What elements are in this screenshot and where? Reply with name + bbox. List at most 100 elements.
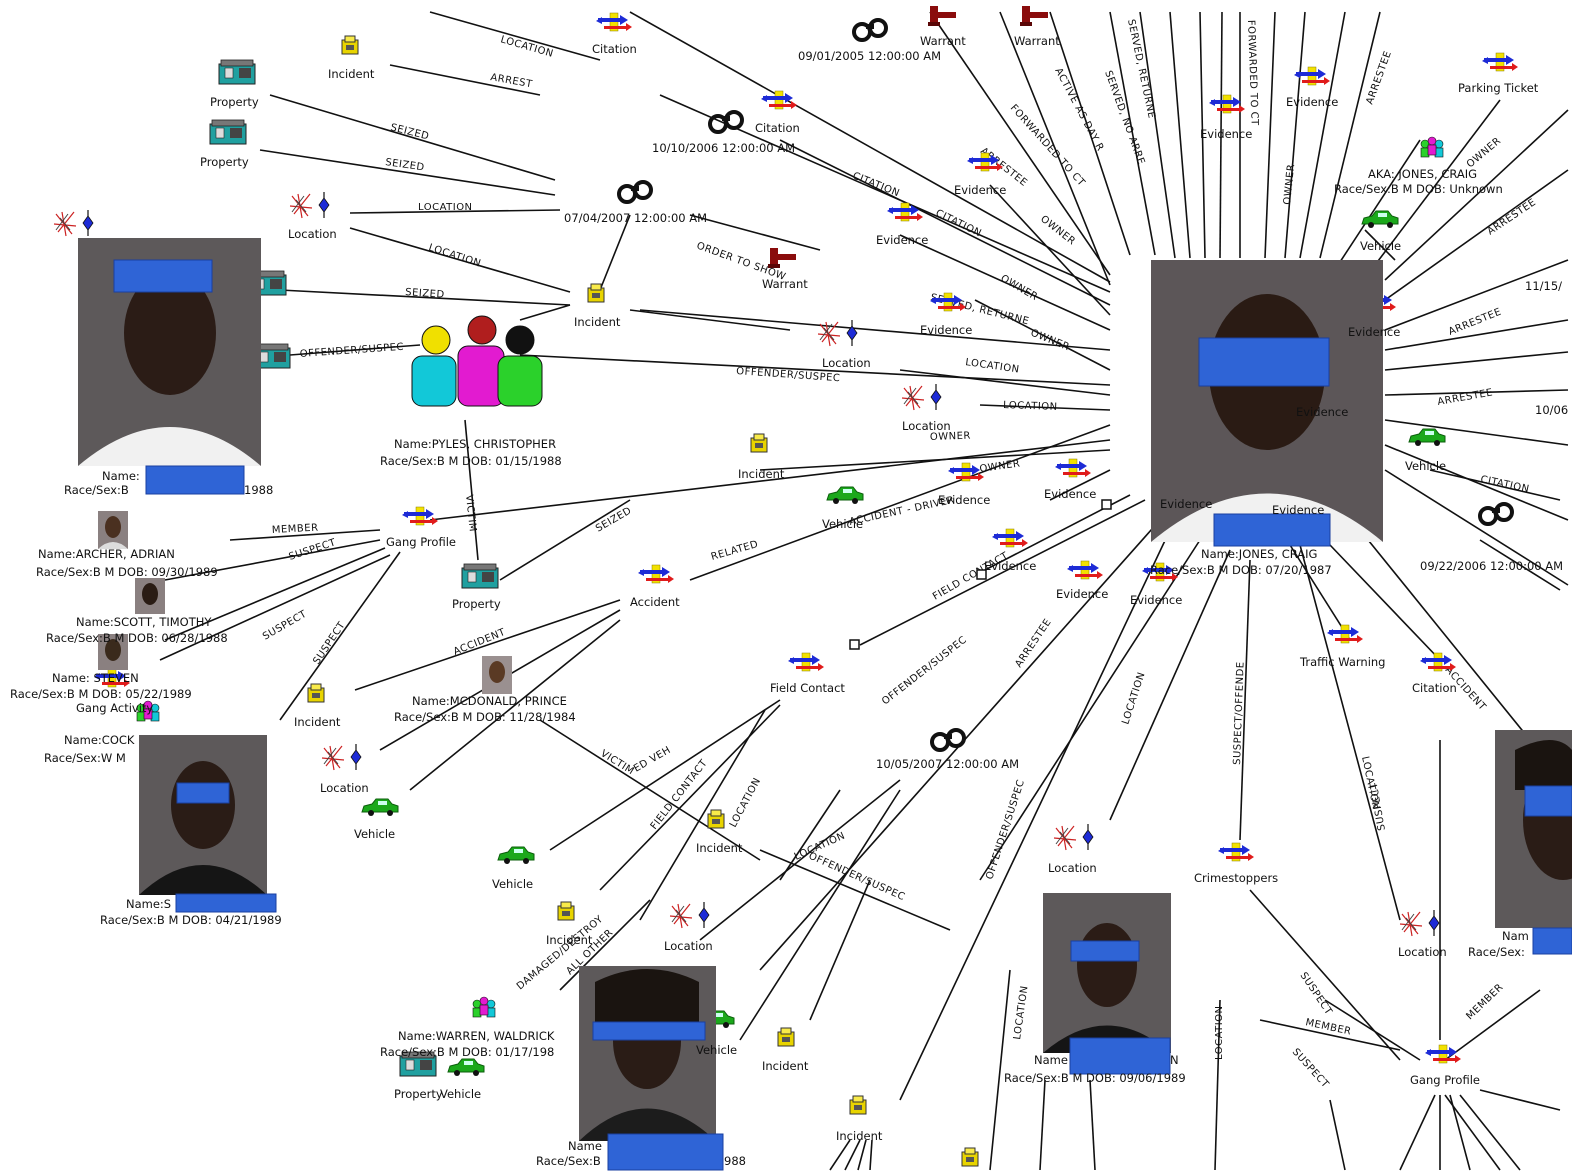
location-icon[interactable] [669,901,710,929]
incident-icon[interactable] [707,809,725,829]
thumb-mcdonald[interactable] [482,656,512,694]
group-pyles-icon[interactable] [411,315,543,407]
vehicle-icon[interactable] [1361,210,1399,229]
warrant-icon[interactable] [768,248,796,268]
person-photo-left-bottom[interactable] [139,735,267,895]
node-label: Evidence [920,323,972,337]
accident-icon[interactable] [637,564,675,584]
incident-icon[interactable] [777,1027,795,1047]
evidence-icon[interactable] [991,528,1029,548]
location-icon[interactable] [53,209,94,237]
location-icon[interactable] [289,191,330,219]
node-label: Evidence [1296,405,1348,419]
node-label: Nam [1502,929,1529,943]
incident-icon[interactable] [849,1095,867,1115]
incident-icon[interactable] [307,683,325,703]
nodes[interactable] [53,6,1572,1171]
property-icon[interactable] [461,563,499,589]
gang-profile-icon[interactable] [1424,1044,1462,1064]
parking-ticket-icon[interactable] [1481,52,1519,72]
handcuffs-icon[interactable] [1478,502,1514,526]
person-photo-left-top[interactable] [78,238,261,466]
node-label: 11/15/ [1525,279,1562,293]
citation-icon[interactable] [595,12,633,32]
vehicle-icon[interactable] [1408,428,1446,447]
node-label: Property [452,597,501,611]
node-label: Name: [102,469,140,483]
property-icon[interactable] [218,59,256,85]
edge-label: FORWARDED TO CT [1245,20,1260,127]
thumb-steven[interactable] [98,634,128,670]
gang-profile-icon[interactable] [401,506,439,526]
location-icon[interactable] [901,383,942,411]
node-label: Citation [1412,681,1457,695]
node-label: Location [1398,945,1447,959]
node-label: Incident [696,841,743,855]
node-label: Warrant [1014,34,1060,48]
field-contact-icon[interactable] [787,652,825,672]
person-photo-bottom-center[interactable] [1043,893,1171,1053]
handcuffs-icon[interactable] [708,110,744,134]
location-icon[interactable] [321,743,362,771]
person-photo-bottom-left[interactable] [579,966,716,1141]
node-label: 988 [724,1154,746,1168]
incident-icon[interactable] [750,433,768,453]
evidence-icon[interactable] [1066,560,1104,580]
node-label: Location [1048,861,1097,875]
vehicle-icon[interactable] [447,1058,485,1077]
traffic-warning-icon[interactable] [1326,624,1364,644]
location-icon[interactable] [1399,909,1440,937]
node-label: Property [394,1087,443,1101]
person-photo-right[interactable] [1495,730,1572,928]
citation-icon[interactable] [1419,652,1457,672]
handcuffs-icon[interactable] [852,18,888,42]
edge-label: SUSPECT [1290,1047,1331,1091]
redaction-bar [1070,940,1140,962]
node-label: Name:PYLES, CHRISTOPHER [394,437,556,451]
alias-group-icon[interactable] [1420,136,1444,158]
incident-icon[interactable] [341,35,359,55]
thumb-scott[interactable] [135,578,165,614]
node-label: Location [288,227,337,241]
handcuffs-icon[interactable] [617,180,653,204]
property-icon[interactable] [209,119,247,145]
edge-label: LOCATION [1120,671,1147,726]
incident-icon[interactable] [557,901,575,921]
citation-icon[interactable] [760,90,798,110]
warrant-icon[interactable] [928,6,956,26]
redaction-bar [607,1133,724,1171]
node-label: Evidence [1200,127,1252,141]
thumb-archer[interactable] [98,511,128,549]
vehicle-icon[interactable] [826,486,864,505]
node-label: Crimestoppers [1194,871,1278,885]
edge-label: VICTIM [598,748,636,777]
edge-label: OWNER [979,458,1021,475]
warrant-icon[interactable] [1020,6,1048,26]
node-label: Location [822,356,871,370]
vehicle-icon[interactable] [497,846,535,865]
node-label: Race/Sex:B M DOB: 04/21/1989 [100,913,282,927]
group-icon[interactable] [472,996,496,1018]
incident-icon[interactable] [961,1147,979,1167]
location-icon[interactable] [1053,823,1094,851]
edge-label: ACTIVE AS DAY R [1052,66,1105,153]
node-label: Race/Sex:B M DOB: 01/17/198 [380,1045,554,1059]
junction-marker [849,639,860,650]
node-label: Name:COCK [64,733,135,747]
node-label: Evidence [1056,587,1108,601]
edge-label: MEMBER [1464,982,1505,1022]
vehicle-icon[interactable] [361,798,399,817]
location-icon[interactable] [817,319,858,347]
evidence-icon[interactable] [886,202,924,222]
node-label: Race/Sex:B [536,1154,601,1168]
redaction-bar [145,465,245,495]
crimestoppers-icon[interactable] [1217,842,1255,862]
edge-label: LOCATION [965,357,1021,375]
evidence-icon[interactable] [1054,458,1092,478]
node-label: AKA: JONES, CRAIG [1368,167,1477,181]
handcuffs-icon[interactable] [930,728,966,752]
redaction-bar [113,259,213,293]
node-label: Field Contact [770,681,845,695]
